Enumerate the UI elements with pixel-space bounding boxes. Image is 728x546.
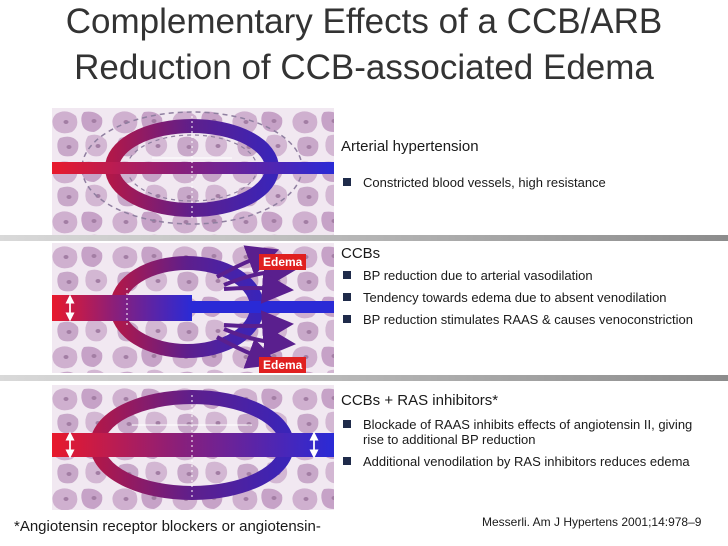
edema-label-bottom: Edema (259, 357, 307, 373)
footnote: *Angiotensin receptor blockers or angiot… (14, 518, 321, 535)
bullet-text: Blockade of RAAS inhibits effects of ang… (363, 417, 693, 447)
panel2-bullet-2: Tendency towards edema due to absent ven… (343, 290, 693, 305)
panel1-heading: Arterial hypertension (341, 138, 479, 155)
bullet-square-icon (343, 420, 351, 428)
ccb-ras-vessel-illustration (52, 385, 334, 510)
hypertension-vessel-illustration (52, 108, 334, 235)
panel2-bullet-1: BP reduction due to arterial vasodilatio… (343, 268, 693, 283)
panel3-bullet-1: Blockade of RAAS inhibits effects of ang… (343, 417, 713, 447)
section-divider-1 (0, 235, 728, 241)
bullet-square-icon (343, 315, 351, 323)
slide-title-line2: Reduction of CCB-associated Edema (74, 48, 654, 87)
panel3-heading: CCBs + RAS inhibitors* (341, 392, 499, 409)
panel1-bullets: Constricted blood vessels, high resistan… (343, 175, 606, 197)
panel1-bullet-1: Constricted blood vessels, high resistan… (343, 175, 606, 190)
panel3-bullets: Blockade of RAAS inhibits effects of ang… (343, 417, 713, 476)
bullet-text: BP reduction stimulates RAAS & causes ve… (363, 312, 693, 327)
bullet-square-icon (343, 178, 351, 186)
edema-label-top: Edema (259, 254, 307, 270)
bullet-text: Additional venodilation by RAS inhibitor… (363, 454, 690, 469)
citation: Messerli. Am J Hypertens 2001;14:978–9 (482, 515, 702, 529)
section-divider-2 (0, 375, 728, 381)
slide-title-line1: Complementary Effects of a CCB/ARB (65, 2, 663, 41)
bullet-text: Tendency towards edema due to absent ven… (363, 290, 667, 305)
bullet-text: Constricted blood vessels, high resistan… (363, 175, 606, 190)
bullet-text: BP reduction due to arterial vasodilatio… (363, 268, 593, 283)
panel2-bullet-3: BP reduction stimulates RAAS & causes ve… (343, 312, 693, 327)
panel2-bullets: BP reduction due to arterial vasodilatio… (343, 268, 693, 334)
panel3-bullet-2: Additional venodilation by RAS inhibitor… (343, 454, 693, 469)
bullet-square-icon (343, 457, 351, 465)
panel2-heading: CCBs (341, 245, 381, 262)
bullet-square-icon (343, 293, 351, 301)
bullet-square-icon (343, 271, 351, 279)
